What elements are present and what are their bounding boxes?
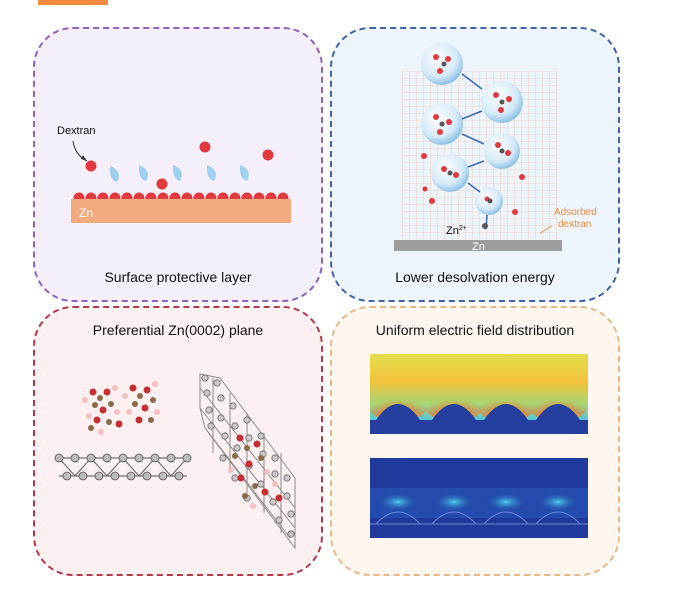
dextran-cluster-right (122, 381, 160, 424)
desolvation-illustration: Zn2+ Zn Adsorbed dextran (394, 43, 597, 253)
dextran-cluster-left (82, 385, 123, 435)
field-map-dendrites (366, 354, 590, 434)
zn-protrusion (536, 404, 580, 420)
zn-protrusion-outline (535, 511, 581, 525)
zn-ion-label: Zn2+ (446, 225, 467, 237)
dextran-molecules (85, 141, 274, 190)
ion-droplet (206, 165, 216, 181)
dextran-molecule (85, 160, 97, 172)
plane-illustration (54, 373, 296, 550)
zn-0002-atoms (201, 374, 295, 538)
panel-title: Preferential Zn(0002) plane (92, 322, 264, 338)
water-molecules (421, 54, 525, 215)
ion-droplet (138, 165, 148, 181)
adsorbed-dextran-label-line1: Adsorbed (554, 207, 597, 218)
panel-uniform-electric-field: Uniform electric field distribution (330, 306, 620, 576)
zn-protrusion (432, 404, 476, 420)
zn-protrusion (484, 404, 528, 420)
zn-electrode (394, 240, 562, 251)
ion-droplet (172, 165, 182, 181)
dextran-molecule (156, 178, 168, 190)
zn-substrate (71, 199, 291, 223)
zn-protrusion-outline (431, 511, 477, 525)
zn-ion-droplets (109, 165, 249, 182)
panel-preferential-plane: Preferential Zn(0002) plane (33, 306, 323, 576)
zn-substrate-bar (370, 420, 588, 434)
adsorbed-dextran-label-line2: dextran (558, 219, 591, 230)
adsorbed-dextran-arrow (539, 225, 553, 234)
dextran-molecule (262, 149, 274, 161)
field-map-uniform (370, 458, 588, 538)
zn-protrusion-outline (483, 511, 529, 525)
dextran-pointer-arrowhead (81, 155, 87, 161)
panel-caption: Lower desolvation energy (395, 269, 555, 285)
zn-ion-core (482, 223, 488, 229)
panel-caption: Surface protective layer (104, 269, 252, 285)
dextran-label: Dextran (57, 125, 96, 137)
zn-substrate-label: Zn (79, 206, 93, 220)
dextran-adsorbed-on-plane (228, 434, 283, 509)
zn-atoms-side-view (54, 453, 192, 481)
surface-illustration: Dextran (57, 125, 291, 223)
zn-electrode-label: Zn (472, 241, 485, 253)
zn-protrusion (376, 404, 420, 420)
panel-title: Uniform electric field distribution (375, 322, 575, 338)
corner-tab (38, 0, 108, 5)
panel-surface-protective-layer: Dextran (33, 27, 323, 302)
field-illustration (366, 354, 590, 538)
ion-droplet (109, 166, 119, 182)
panel-lower-desolvation-energy: Zn2+ Zn Adsorbed dextran Lower desolvati… (330, 27, 620, 302)
zn-protrusion-outline (375, 511, 421, 525)
desolvation-arrows (461, 73, 488, 230)
ion-droplet (239, 165, 249, 181)
dextran-molecule (199, 141, 211, 153)
